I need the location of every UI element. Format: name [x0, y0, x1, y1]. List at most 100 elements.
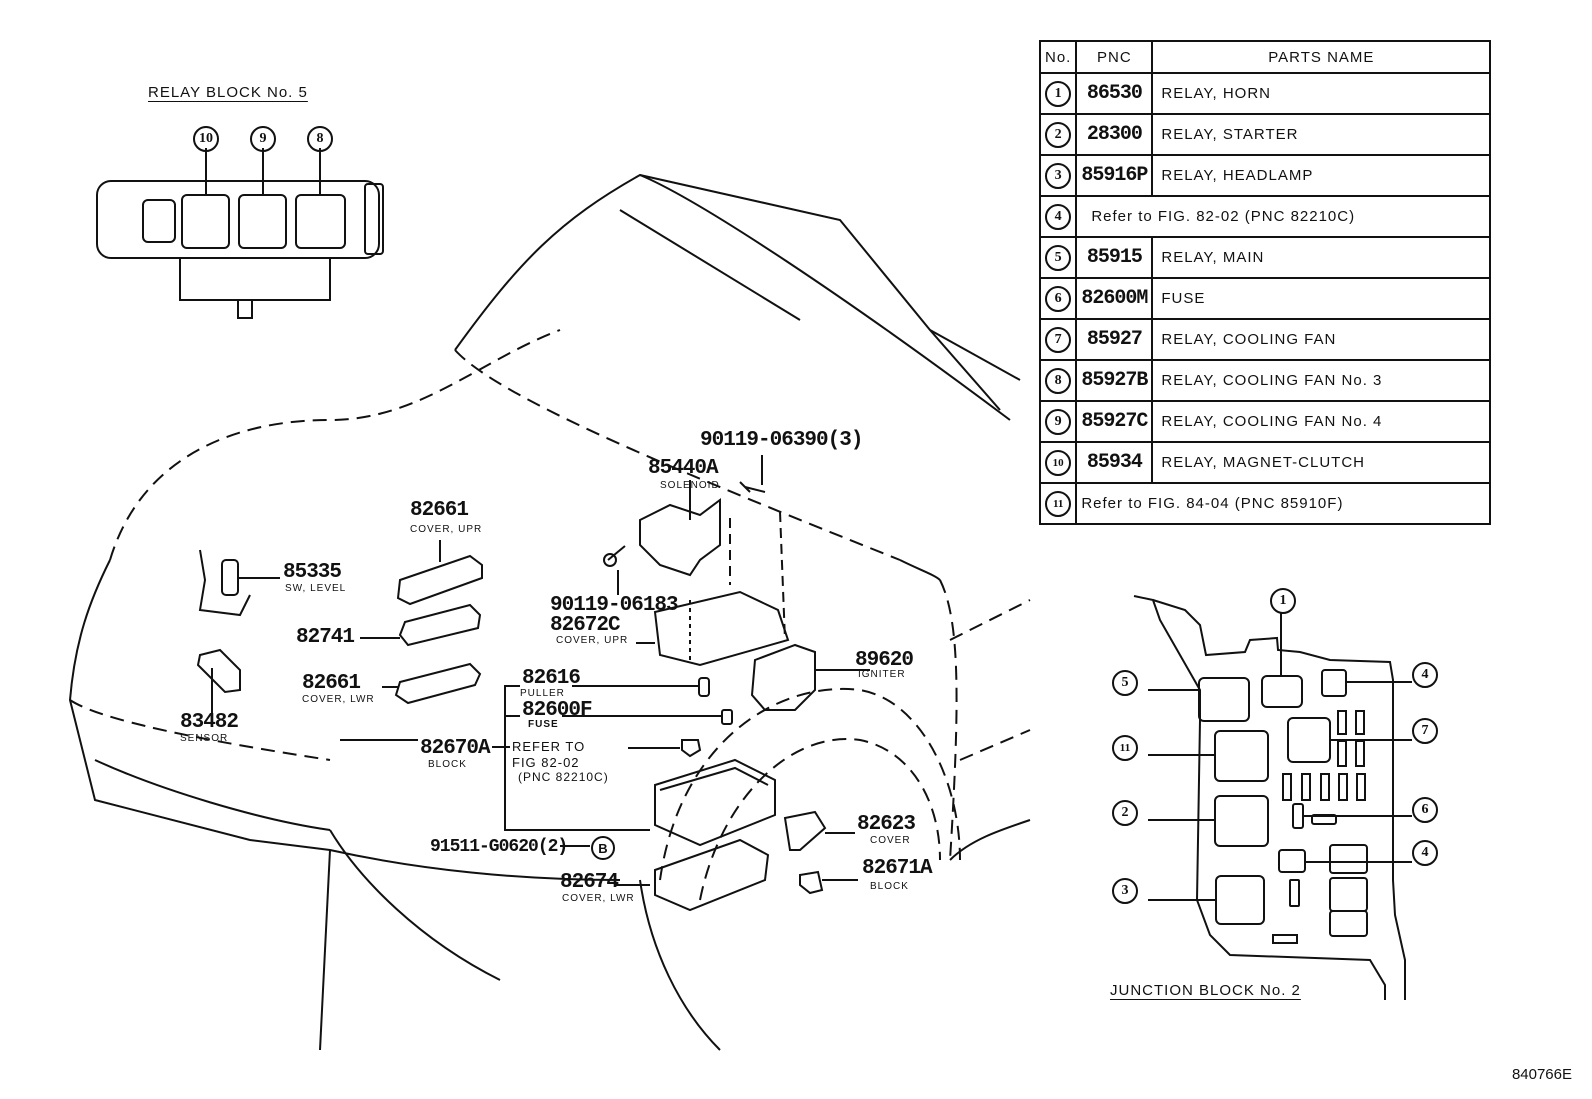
relay-block-callout-8: 8	[307, 126, 333, 152]
part-90119-06183: 90119-06183	[550, 594, 679, 617]
row-pnc: 82600M	[1075, 277, 1154, 320]
relay-block-5-drawing	[96, 148, 384, 319]
vehicle-outline	[68, 173, 1031, 1051]
header-parts-name: PARTS NAME	[1151, 40, 1492, 74]
row-parts-name: FUSE	[1151, 277, 1492, 320]
refer-line-2: FIG 82-02	[512, 755, 580, 770]
row-number-badge: 2	[1045, 121, 1072, 148]
junction-callout-2: 2	[1112, 800, 1138, 826]
junction-callout-5: 5	[1112, 670, 1138, 696]
table-header-row: No. PNC PARTS NAME	[1038, 40, 1492, 74]
part-82670A: 82670A	[420, 737, 491, 760]
junction-callout-1: 1	[1270, 588, 1296, 614]
part-85335: 85335	[283, 561, 342, 584]
relay-block-callout-9: 9	[250, 126, 276, 152]
junction-callout-7: 7	[1412, 718, 1438, 744]
part-85335-desc: SW, LEVEL	[285, 583, 347, 594]
part-82672C-desc: COVER, UPR	[556, 635, 629, 646]
table-row: 11 Refer to FIG. 84-04 (PNC 85910F)	[1038, 482, 1492, 525]
header-pnc: PNC	[1075, 40, 1154, 74]
row-pnc: 85915	[1075, 236, 1154, 279]
table-row: 9 85927C RELAY, COOLING FAN No. 4	[1038, 400, 1492, 443]
row-parts-name: RELAY, MAIN	[1151, 236, 1492, 279]
row-number-badge: 3	[1045, 162, 1072, 189]
part-82670A-desc: BLOCK	[428, 759, 467, 770]
relay-block-title: RELAY BLOCK No. 5	[148, 84, 308, 101]
part-82623-desc: COVER	[870, 835, 911, 846]
row-parts-name: RELAY, COOLING FAN	[1151, 318, 1492, 361]
part-91511-g0620: 91511-G0620(2)	[430, 837, 568, 857]
junction-callout-4-top: 4	[1412, 662, 1438, 688]
row-parts-name: RELAY, HORN	[1151, 72, 1492, 115]
table-row: 7 85927 RELAY, COOLING FAN	[1038, 318, 1492, 361]
part-82616-desc: PULLER	[520, 688, 565, 699]
part-90119-06390: 90119-06390(3)	[700, 429, 863, 452]
part-82674: 82674	[560, 871, 619, 894]
row-reference: Refer to FIG. 84-04 (PNC 85910F)	[1075, 482, 1492, 525]
part-82623: 82623	[857, 813, 916, 836]
table-row: 8 85927B RELAY, COOLING FAN No. 3	[1038, 359, 1492, 402]
part-82672C: 82672C	[550, 614, 621, 637]
row-reference: Refer to FIG. 82-02 (PNC 82210C)	[1075, 195, 1492, 238]
row-pnc: 86530	[1075, 72, 1154, 115]
part-82600F: 82600F	[522, 699, 593, 722]
part-82671A: 82671A	[862, 857, 933, 880]
part-82674-desc: COVER, LWR	[562, 893, 635, 904]
junction-callout-11: 11	[1112, 735, 1138, 761]
row-number-badge: 1	[1045, 80, 1072, 107]
parts-table: No. PNC PARTS NAME 1 86530 RELAY, HORN 2…	[1038, 40, 1492, 525]
row-parts-name: RELAY, COOLING FAN No. 3	[1151, 359, 1492, 402]
part-82616: 82616	[522, 667, 581, 690]
table-row: 5 85915 RELAY, MAIN	[1038, 236, 1492, 279]
engine-bay-parts-drawing	[196, 455, 870, 912]
part-82741: 82741	[296, 626, 355, 649]
row-pnc: 85916P	[1075, 154, 1154, 197]
row-number-badge: 4	[1045, 203, 1072, 230]
part-83482: 83482	[180, 711, 239, 734]
part-83482-desc: SENSOR	[180, 733, 229, 744]
row-pnc: 85927B	[1075, 359, 1154, 402]
junction-callout-6: 6	[1412, 797, 1438, 823]
row-parts-name: RELAY, STARTER	[1151, 113, 1492, 156]
table-row: 2 28300 RELAY, STARTER	[1038, 113, 1492, 156]
relay-block-callout-10: 10	[193, 126, 219, 152]
row-pnc: 28300	[1075, 113, 1154, 156]
part-82661-upr-desc: COVER, UPR	[410, 524, 483, 535]
row-number-badge: 7	[1045, 326, 1072, 353]
row-number-badge: 11	[1045, 490, 1072, 517]
part-89620-desc: IGNITER	[858, 669, 906, 680]
row-number-badge: 9	[1045, 408, 1072, 435]
row-parts-name: RELAY, MAGNET-CLUTCH	[1151, 441, 1492, 484]
part-82661-lwr: 82661	[302, 672, 361, 695]
row-pnc: 85927	[1075, 318, 1154, 361]
figure-code: 840766E	[1511, 1066, 1572, 1083]
part-82661-lwr-desc: COVER, LWR	[302, 694, 375, 705]
part-85440A-desc: SOLENOID	[660, 480, 720, 491]
refer-line-3: (PNC 82210C)	[518, 770, 609, 784]
row-number-badge: 10	[1045, 449, 1072, 476]
row-number-badge: 5	[1045, 244, 1072, 271]
junction-block-title: JUNCTION BLOCK No. 2	[1110, 982, 1301, 999]
fastener-marker-b: B	[591, 836, 615, 860]
junction-callout-3: 3	[1112, 878, 1138, 904]
table-row: 1 86530 RELAY, HORN	[1038, 72, 1492, 115]
table-row: 4 Refer to FIG. 82-02 (PNC 82210C)	[1038, 195, 1492, 238]
row-parts-name: RELAY, HEADLAMP	[1151, 154, 1492, 197]
table-row: 3 85916P RELAY, HEADLAMP	[1038, 154, 1492, 197]
part-82600F-desc: FUSE	[528, 719, 559, 730]
row-pnc: 85927C	[1075, 400, 1154, 443]
header-no: No.	[1038, 40, 1078, 74]
row-number-badge: 8	[1045, 367, 1072, 394]
junction-block-2-drawing	[1133, 595, 1412, 1000]
part-89620: 89620	[855, 649, 914, 672]
row-pnc: 85934	[1075, 441, 1154, 484]
refer-line-1: REFER TO	[512, 739, 586, 754]
part-85440A: 85440A	[648, 457, 719, 480]
row-number-badge: 6	[1045, 285, 1072, 312]
part-82661-upr: 82661	[410, 499, 469, 522]
junction-callout-4-bottom: 4	[1412, 840, 1438, 866]
table-row: 10 85934 RELAY, MAGNET-CLUTCH	[1038, 441, 1492, 484]
table-row: 6 82600M FUSE	[1038, 277, 1492, 320]
row-parts-name: RELAY, COOLING FAN No. 4	[1151, 400, 1492, 443]
